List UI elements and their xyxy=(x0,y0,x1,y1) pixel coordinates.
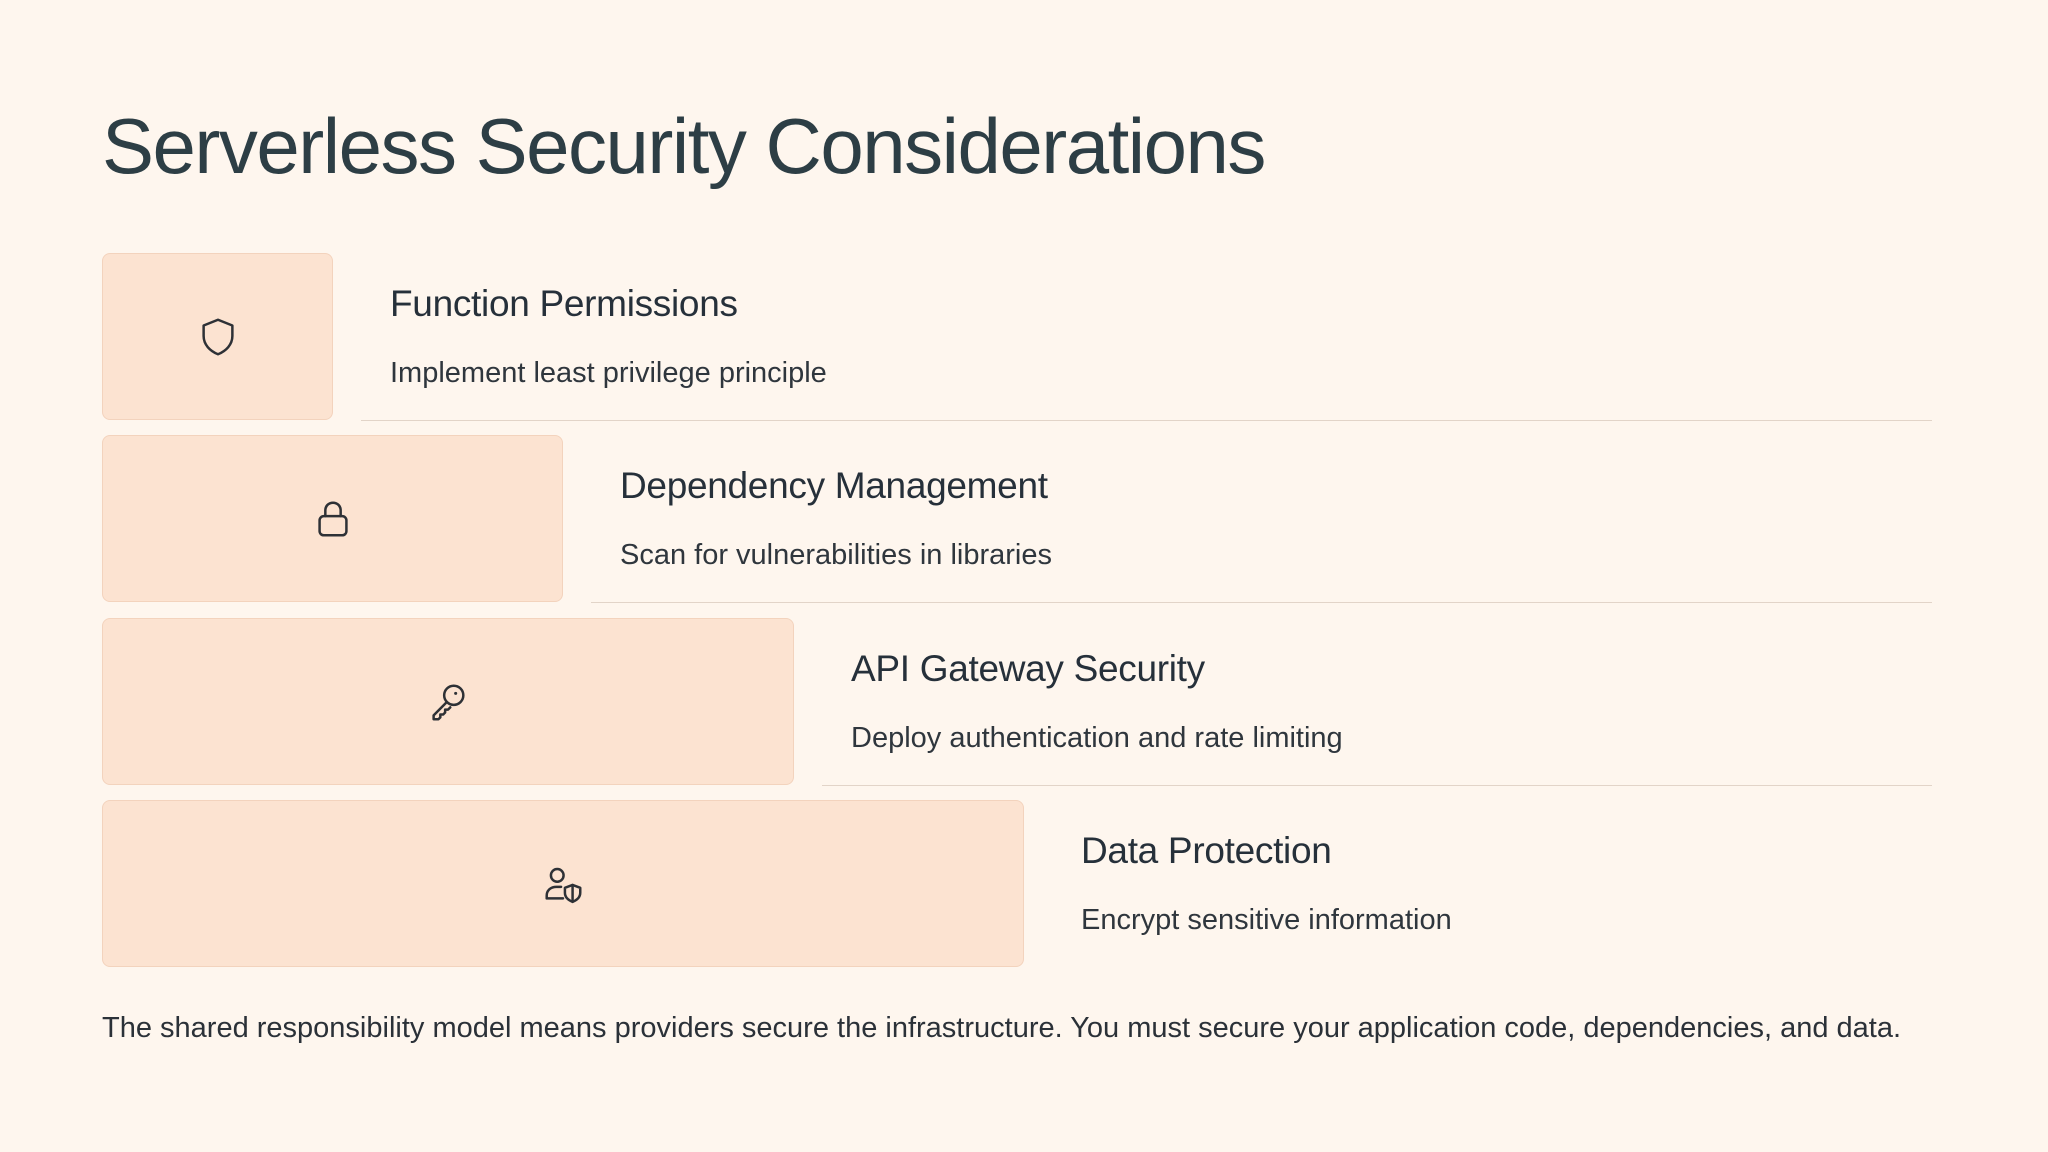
item-title: Data Protection xyxy=(1081,830,1332,871)
lock-icon xyxy=(310,496,356,542)
item-text: API Gateway Security Deploy authenticati… xyxy=(822,618,1932,786)
item-description: Encrypt sensitive information xyxy=(1081,904,1452,936)
item-description: Deploy authentication and rate limiting xyxy=(851,722,1343,754)
icon-box xyxy=(102,253,333,420)
list-item-dependency-management: Dependency Management Scan for vulnerabi… xyxy=(102,435,1932,604)
icon-box xyxy=(102,800,1024,967)
icon-box xyxy=(102,435,563,602)
item-text: Function Permissions Implement least pri… xyxy=(361,253,1932,421)
item-description: Scan for vulnerabilities in libraries xyxy=(620,539,1052,571)
list-item-function-permissions: Function Permissions Implement least pri… xyxy=(102,253,1932,422)
item-title: API Gateway Security xyxy=(851,648,1205,689)
item-text: Data Protection Encrypt sensitive inform… xyxy=(1052,800,1932,968)
list-item-data-protection: Data Protection Encrypt sensitive inform… xyxy=(102,800,1932,969)
shield-icon xyxy=(195,314,241,360)
page-title: Serverless Security Considerations xyxy=(102,102,1266,190)
icon-box xyxy=(102,618,794,785)
item-description: Implement least privilege principle xyxy=(390,357,827,389)
item-title: Dependency Management xyxy=(620,465,1048,506)
item-text: Dependency Management Scan for vulnerabi… xyxy=(591,435,1932,603)
footer-note: The shared responsibility model means pr… xyxy=(102,1012,1902,1044)
key-icon xyxy=(425,679,471,725)
user-shield-icon xyxy=(540,861,586,907)
list-item-api-gateway-security: API Gateway Security Deploy authenticati… xyxy=(102,618,1932,787)
item-title: Function Permissions xyxy=(390,283,738,324)
